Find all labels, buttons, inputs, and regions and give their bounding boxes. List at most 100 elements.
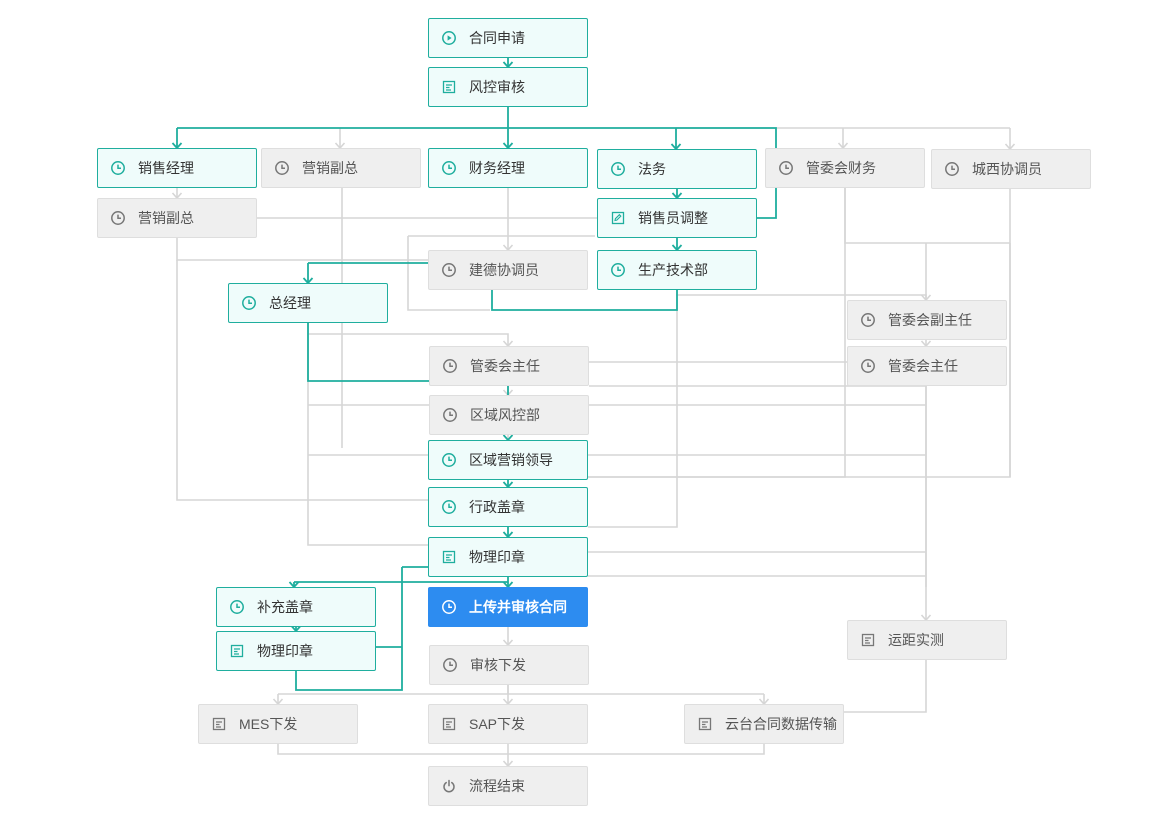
- node-label: 城西协调员: [972, 161, 1042, 177]
- node-n_yxfz2[interactable]: 营销副总: [97, 198, 257, 238]
- clock-icon: [241, 295, 257, 311]
- node-label: 上传并审核合同: [469, 599, 567, 615]
- clock-icon: [110, 160, 126, 176]
- node-n_wlyz2[interactable]: 物理印章: [216, 631, 376, 671]
- connector: [491, 290, 678, 311]
- node-label: 法务: [638, 161, 666, 177]
- form-icon: [860, 632, 876, 648]
- node-label: SAP下发: [469, 716, 526, 732]
- connector: [407, 236, 490, 311]
- node-label: 生产技术部: [638, 262, 708, 278]
- node-n_shxf[interactable]: 审核下发: [429, 645, 589, 685]
- connector: [308, 333, 509, 346]
- node-label: 营销副总: [138, 210, 194, 226]
- node-n_xsy[interactable]: 销售员调整: [597, 198, 757, 238]
- node-n_risk[interactable]: 风控审核: [428, 67, 588, 107]
- form-icon: [697, 716, 713, 732]
- clock-icon: [610, 262, 626, 278]
- node-label: 管委会主任: [470, 358, 540, 374]
- form-icon: [441, 716, 457, 732]
- form-icon: [229, 643, 245, 659]
- node-n_sm[interactable]: 销售经理: [97, 148, 257, 188]
- node-label: 合同申请: [469, 30, 525, 46]
- connector: [844, 188, 1010, 244]
- node-label: 云台合同数据传输: [725, 716, 837, 732]
- node-n_xzgz[interactable]: 行政盖章: [428, 487, 588, 527]
- node-n_gwfzr[interactable]: 管委会副主任: [847, 300, 1007, 340]
- clock-icon: [944, 161, 960, 177]
- node-n_mes[interactable]: MES下发: [198, 704, 358, 744]
- node-n_end[interactable]: 流程结束: [428, 766, 588, 806]
- clock-icon: [442, 358, 458, 374]
- form-icon: [441, 79, 457, 95]
- node-label: 物理印章: [257, 643, 313, 659]
- node-n_yjsc[interactable]: 运距实测: [847, 620, 1007, 660]
- clock-icon: [860, 358, 876, 374]
- connector: [176, 238, 428, 261]
- node-label: 补充盖章: [257, 599, 313, 615]
- clock-icon: [860, 312, 876, 328]
- node-label: MES下发: [239, 716, 298, 732]
- node-label: 区域营销领导: [469, 452, 553, 468]
- form-icon: [441, 549, 457, 565]
- connector: [307, 323, 429, 382]
- node-n_zjl[interactable]: 总经理: [228, 283, 388, 323]
- node-label: 建德协调员: [469, 262, 539, 278]
- node-n_wlyz1[interactable]: 物理印章: [428, 537, 588, 577]
- node-n_bcgz[interactable]: 补充盖章: [216, 587, 376, 627]
- clock-icon: [441, 452, 457, 468]
- node-n_gwzr1[interactable]: 管委会主任: [429, 346, 589, 386]
- node-n_start[interactable]: 合同申请: [428, 18, 588, 58]
- node-n_yt[interactable]: 云台合同数据传输: [684, 704, 844, 744]
- clock-icon: [441, 499, 457, 515]
- node-n_fw[interactable]: 法务: [597, 149, 757, 189]
- node-label: 管委会副主任: [888, 312, 972, 328]
- edit-icon: [610, 210, 626, 226]
- connector: [307, 323, 428, 546]
- node-n_qyyx[interactable]: 区域营销领导: [428, 440, 588, 480]
- power-icon: [441, 778, 457, 794]
- clock-icon: [110, 210, 126, 226]
- node-n_sc[interactable]: 生产技术部: [597, 250, 757, 290]
- clock-icon: [610, 161, 626, 177]
- node-n_cw[interactable]: 财务经理: [428, 148, 588, 188]
- clock-icon: [441, 599, 457, 615]
- node-n_upload[interactable]: 上传并审核合同: [428, 587, 588, 627]
- clock-icon: [442, 407, 458, 423]
- node-label: 行政盖章: [469, 499, 525, 515]
- clock-icon: [274, 160, 290, 176]
- node-label: 销售经理: [138, 160, 194, 176]
- node-n_qyfk[interactable]: 区域风控部: [429, 395, 589, 435]
- connector: [844, 660, 927, 713]
- clock-icon: [442, 657, 458, 673]
- clock-icon: [229, 599, 245, 615]
- node-label: 管委会财务: [806, 160, 876, 176]
- connector: [588, 290, 678, 528]
- connector: [588, 188, 846, 478]
- node-n_jd[interactable]: 建德协调员: [428, 250, 588, 290]
- form-icon: [211, 716, 227, 732]
- node-label: 销售员调整: [638, 210, 708, 226]
- clock-icon: [778, 160, 794, 176]
- connector: [176, 260, 428, 501]
- play-circle-icon: [441, 30, 457, 46]
- node-label: 流程结束: [469, 778, 525, 794]
- clock-icon: [441, 262, 457, 278]
- node-label: 财务经理: [469, 160, 525, 176]
- node-label: 运距实测: [888, 632, 944, 648]
- node-label: 总经理: [269, 295, 311, 311]
- clock-icon: [441, 160, 457, 176]
- node-n_cx[interactable]: 城西协调员: [931, 149, 1091, 189]
- node-label: 风控审核: [469, 79, 525, 95]
- connector: [277, 744, 765, 755]
- node-n_sap[interactable]: SAP下发: [428, 704, 588, 744]
- node-n_gwcw[interactable]: 管委会财务: [765, 148, 925, 188]
- node-label: 管委会主任: [888, 358, 958, 374]
- node-label: 审核下发: [470, 657, 526, 673]
- node-label: 区域风控部: [470, 407, 540, 423]
- node-n_yxfz1[interactable]: 营销副总: [261, 148, 421, 188]
- node-n_gwzr2[interactable]: 管委会主任: [847, 346, 1007, 386]
- node-label: 物理印章: [469, 549, 525, 565]
